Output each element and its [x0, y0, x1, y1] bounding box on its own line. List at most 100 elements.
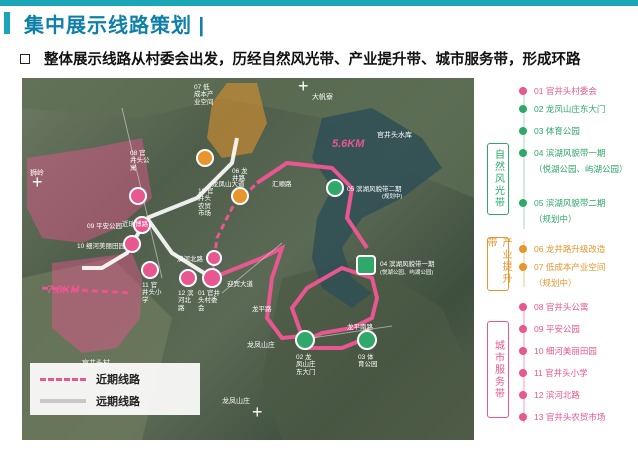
subtitle-row: 整体展示线路从村委会出发，历经自然风光带、产业提升带、城市服务带，形成环路 [20, 48, 581, 69]
map-route-legend: 近期线路 远期线路 [30, 363, 200, 415]
legend-item[interactable]: 07 低成本产业空间 [519, 259, 605, 275]
legend-far-route: 远期线路 [40, 393, 140, 409]
station-marker-09[interactable] [133, 216, 151, 234]
legend-item[interactable]: 02 龙凤山庄东大门 [519, 101, 605, 117]
crosshair-icon: + [32, 172, 43, 192]
title-block: 集中展示线路策划 | [0, 10, 260, 37]
legend-subtext: （规划中） [534, 214, 577, 224]
legend-item[interactable]: 11 官井头小学 [519, 365, 588, 381]
far-route-label: 远期线路 [96, 396, 140, 408]
group-box-service [487, 321, 509, 418]
far-route-line [82, 217, 149, 270]
road-label: 龙凤山大道 [212, 181, 245, 188]
legend-item[interactable]: 09 平安公园 [519, 321, 580, 337]
page-title: 集中展示线路策划 | [24, 14, 206, 37]
station-label-12: 12 滨河北路 [178, 290, 194, 312]
road-label: 龙平南路 [347, 324, 373, 331]
legend-dot-icon [519, 413, 527, 421]
road-label: 近瑞博路 [122, 221, 148, 228]
station-label-05: 05 滨湖风貌带二期 [347, 186, 402, 193]
place-label: 大帆寮 [312, 94, 333, 101]
near-route-line [255, 160, 369, 250]
station-label-11: 11 官井头小学 [142, 282, 162, 304]
legend-item[interactable]: 03 体育公园 [519, 123, 580, 139]
legend-item[interactable]: 05 滨湖风貌带二期 [519, 195, 605, 211]
rail-line [523, 89, 525, 229]
reservoir-water [312, 108, 442, 308]
station-marker-01[interactable] [202, 268, 222, 288]
station-label-08: 08 官井头公寓 [130, 150, 150, 172]
place-label: 狮岭 [30, 170, 44, 177]
station-marker-11[interactable] [141, 261, 159, 279]
station-marker-08[interactable] [129, 187, 147, 205]
crosshair-icon: + [252, 402, 263, 422]
legend-dot-icon [519, 391, 527, 399]
legend-item[interactable]: 04 滨湖风貌带一期 [519, 145, 605, 161]
top-accent-bar [0, 0, 638, 6]
station-label-06: 06 龙井路 [232, 168, 248, 183]
distance-label-west: 7.8KM [47, 284, 80, 296]
legend-item[interactable]: 06 龙井路升级改造 [519, 241, 605, 257]
far-route-swatch [40, 399, 86, 403]
station-legend-panel: 自然风光带 01 官井头村委会 02 龙凤山庄东大门 03 体育公园 04 滨湖… [485, 83, 630, 428]
terrain-patch [22, 78, 474, 198]
legend-dot-icon [519, 369, 527, 377]
legend-dot-icon [519, 245, 527, 253]
station-marker-12[interactable] [179, 269, 197, 287]
road-label: 龙平路 [252, 306, 272, 313]
legend-item[interactable]: 08 官井头公寓 [519, 299, 588, 315]
station-marker-02[interactable] [295, 330, 315, 350]
station-label-03: 03 体育公园 [358, 354, 378, 369]
place-label: 官井头水库 [377, 132, 412, 139]
station-label-10: 10 细河美丽田园 [77, 243, 126, 250]
station-marker-07[interactable] [196, 149, 214, 167]
legend-dot-icon [519, 149, 527, 157]
legend-subtext: （规划中） [534, 278, 577, 288]
legend-dot-icon [519, 87, 527, 95]
group-label-service: 城市服务带 [492, 339, 504, 400]
route-map[interactable]: + + + 大帆寮 官井头水库 狮岭 龙凤山庄 龙凤山庄 官井头村 5.6KM … [22, 78, 474, 440]
road-line [311, 325, 393, 339]
station-marker-05[interactable] [326, 179, 344, 197]
legend-dot-icon [519, 347, 527, 355]
legend-item[interactable]: 12 滨河北路 [519, 387, 580, 403]
group-label-nature: 自然风光带 [492, 149, 504, 209]
road-line [221, 242, 283, 294]
group-box-nature [487, 143, 509, 215]
legend-subtext: （悦湖公园、屿湖公园） [534, 164, 628, 174]
legend-near-route: 近期线路 [40, 371, 140, 387]
industry-zone [207, 83, 267, 158]
legend-dot-icon [519, 303, 527, 311]
group-label-industry: 产业提升带 [485, 237, 511, 285]
far-route-line [146, 137, 239, 220]
station-label-09: 09 平安公园 [87, 223, 123, 230]
station-label-05-note: (规划中) [382, 194, 403, 200]
page-subtitle: 整体展示线路从村委会出发，历经自然风光带、产业提升带、城市服务带，形成环路 [44, 52, 581, 68]
station-label-01: 01 官井头村委会 [198, 290, 221, 312]
legend-item[interactable]: 01 官井头村委会 [519, 83, 597, 99]
legend-dot-icon [519, 199, 527, 207]
legend-group-nature: 自然风光带 01 官井头村委会 02 龙凤山庄东大门 03 体育公园 04 滨湖… [487, 83, 630, 233]
near-route-label: 近期线路 [96, 374, 140, 386]
pink-district-zone [52, 253, 142, 353]
station-marker-13[interactable] [206, 250, 222, 266]
near-route-dashed [41, 286, 133, 295]
station-label-04-note: (悦湖公园、屿湖公园) [380, 270, 434, 276]
legend-item[interactable]: 10 细河美丽田园 [519, 343, 597, 359]
station-marker-04[interactable] [356, 255, 376, 275]
legend-dot-icon [519, 127, 527, 135]
crosshair-icon: + [298, 78, 309, 96]
legend-item[interactable]: 13 官井头农贸市场 [519, 409, 605, 425]
title-accent [4, 12, 10, 34]
station-marker-06[interactable] [231, 187, 249, 205]
legend-group-service: 城市服务带 08 官井头公寓 09 平安公园 10 细河美丽田园 11 官井头小… [487, 295, 630, 428]
station-marker-10[interactable] [123, 235, 141, 253]
station-label-04: 04 滨湖风貌带一期 [380, 261, 435, 268]
pink-district-zone [27, 138, 152, 243]
distance-label-north: 5.6KM [332, 138, 365, 150]
place-label: 龙凤山庄 [222, 398, 250, 405]
square-bullet-icon [20, 53, 30, 64]
station-marker-03[interactable] [357, 330, 377, 350]
legend-dot-icon [519, 105, 527, 113]
station-label-07: 07 低成本产业空间 [194, 84, 214, 106]
